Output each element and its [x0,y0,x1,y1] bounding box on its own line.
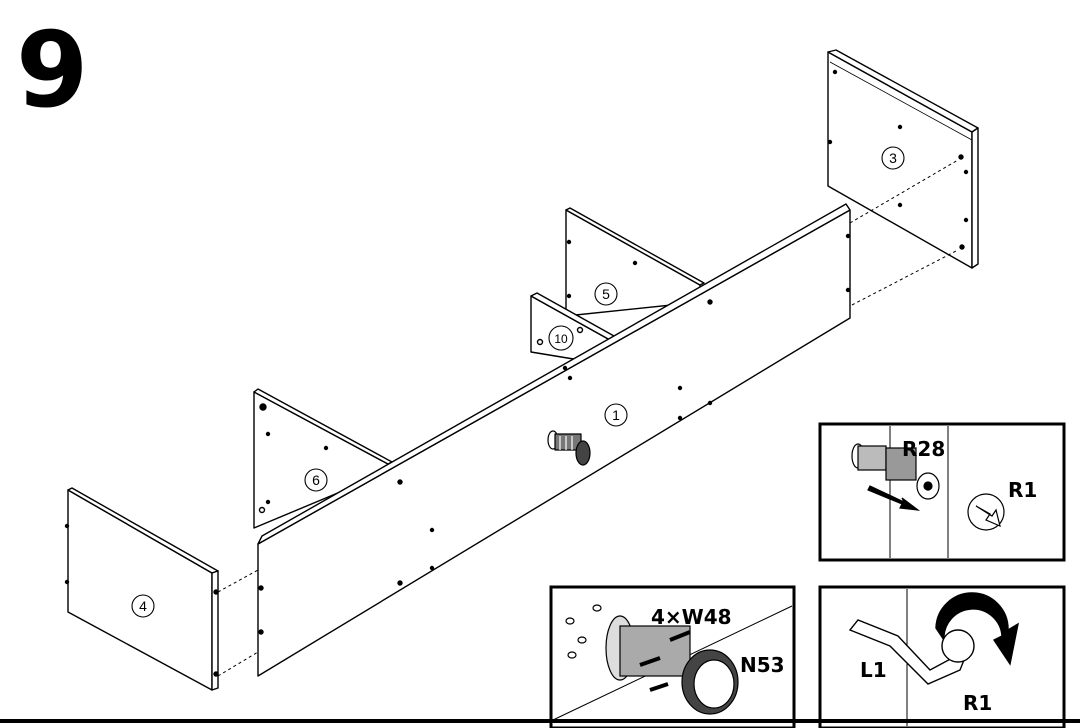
part-3-text: 3 [889,150,897,166]
part-label-6 [304,468,328,492]
part-label-10 [548,325,574,351]
part-label-5 [594,282,618,306]
foot-label: N53 [740,653,785,677]
part-1-text: 1 [612,407,620,423]
part-5-text: 5 [602,286,610,302]
leg-fitting [547,430,591,466]
tool-label: L1 [860,658,887,682]
tool-cam-label: R1 [963,691,992,715]
screws-qty-label: 4×W48 [651,605,732,629]
part-label-4 [131,594,155,618]
inset-cam-fitting: R28 R1 [818,422,1066,562]
fitting-label: R28 [902,437,945,461]
inset-tool: L1 R1 [818,585,1066,728]
part-label-1 [604,403,628,427]
inset-foot-screws: 4×W48 N53 [549,585,796,728]
part-label-3 [881,146,905,170]
panel-4 [64,487,219,691]
part-4-text: 4 [139,598,147,614]
step-number: 9 [16,9,88,131]
part-10-text: 10 [554,332,568,346]
cam-label: R1 [1008,478,1037,502]
part-6-text: 6 [312,472,320,488]
